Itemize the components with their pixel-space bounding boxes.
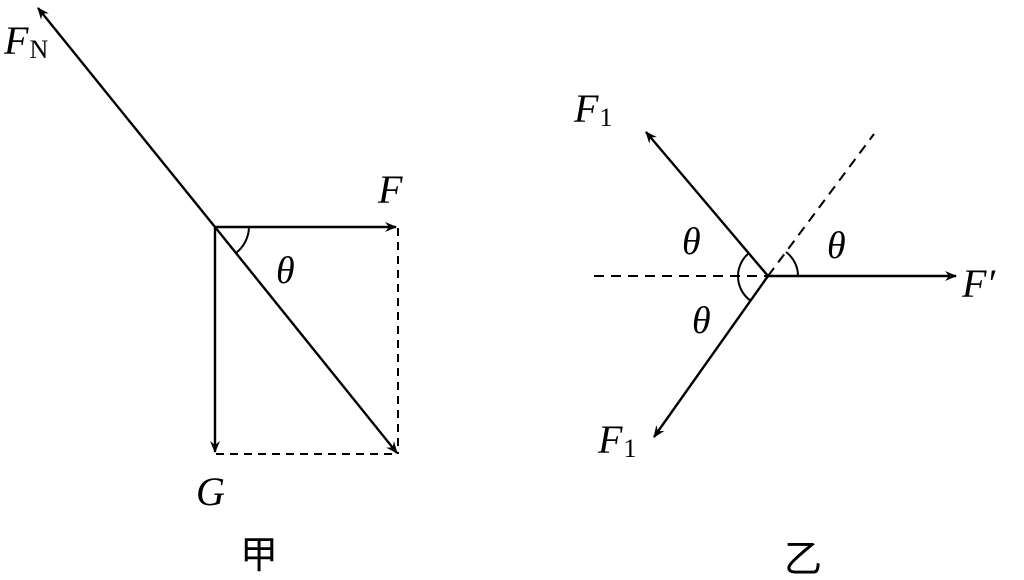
dashed-diagonal-axis bbox=[767, 133, 875, 277]
normal-force-arrow bbox=[37, 7, 216, 228]
angle-arc-a bbox=[235, 226, 250, 254]
label-f1-upper: F1 bbox=[573, 86, 612, 132]
caption-b: 乙 bbox=[784, 537, 822, 580]
diagram-a: FN F G θ 甲 bbox=[3, 7, 403, 577]
angle-arc-b-lower bbox=[736, 275, 752, 302]
label-theta-a: θ bbox=[276, 250, 295, 292]
label-g: G bbox=[196, 469, 225, 514]
resultant-arrow bbox=[214, 226, 398, 454]
label-f-prime: F′ bbox=[961, 261, 996, 306]
label-theta-b-right: θ bbox=[827, 225, 846, 267]
force-f1-lower-arrow bbox=[653, 275, 769, 438]
label-theta-b-lower: θ bbox=[692, 300, 711, 342]
angle-arc-b-right bbox=[785, 251, 799, 277]
label-f1-lower: F1 bbox=[597, 417, 636, 463]
diagram-b: F1 F1 F′ θ θ θ 乙 bbox=[573, 86, 996, 580]
caption-a: 甲 bbox=[240, 533, 278, 577]
force-f1-upper-arrow bbox=[645, 131, 769, 277]
angle-arc-b-upper bbox=[737, 252, 750, 277]
label-fn: FN bbox=[3, 18, 48, 64]
label-f: F bbox=[377, 167, 403, 212]
label-theta-b-upper: θ bbox=[682, 221, 701, 263]
